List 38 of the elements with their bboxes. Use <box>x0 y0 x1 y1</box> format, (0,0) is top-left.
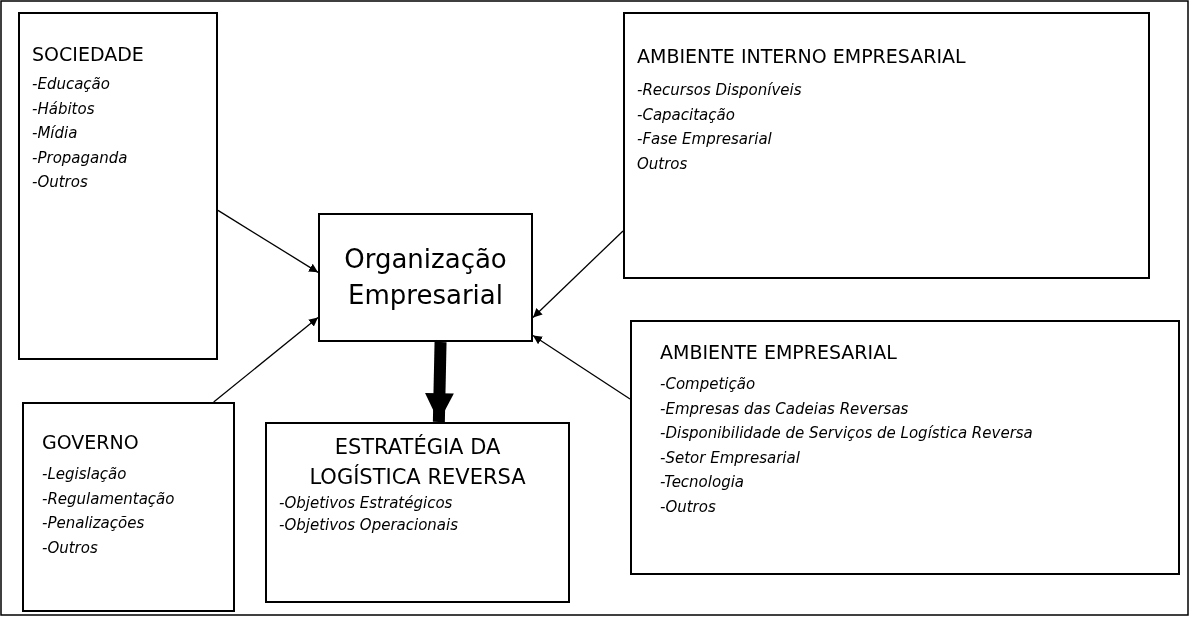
list-item: -Objetivos Operacionais <box>278 515 459 536</box>
text-box <box>318 213 533 342</box>
list-item: -Setor Empresarial <box>660 447 801 469</box>
node-title: Organização Empresarial <box>343 243 508 312</box>
list-item: -Hábitos <box>32 98 96 120</box>
text-box <box>623 12 1150 279</box>
list-item: -Empresas das Cadeias Reversas <box>660 398 910 420</box>
list-item: -Outros <box>32 172 89 193</box>
box-heading: GOVERNO <box>42 430 140 454</box>
list-item: -Recursos Disponíveis <box>637 80 803 101</box>
list-item: -Penalizações <box>42 513 146 534</box>
list-item: -Outros <box>660 496 717 518</box>
arrow <box>213 316 319 403</box>
arrow <box>217 209 319 273</box>
text-box <box>18 12 218 360</box>
box-heading: AMBIENTE INTERNO EMPRESARIAL <box>637 44 967 68</box>
list-item: Outros <box>637 153 689 175</box>
text-box <box>22 402 235 612</box>
thick-arrow <box>425 341 454 423</box>
list-item: -Fase Empresarial <box>637 129 773 150</box>
box-heading: SOCIEDADE <box>32 42 145 66</box>
box-heading: AMBIENTE EMPRESARIAL <box>660 340 898 364</box>
list-item: -Propaganda <box>32 147 129 169</box>
list-item: -Outros <box>42 537 99 559</box>
list-item: -Objetivos Estratégicos <box>278 493 454 514</box>
list-item: -Capacitação <box>637 104 736 126</box>
arrow <box>532 334 631 400</box>
list-item: -Tecnologia <box>660 472 746 493</box>
text-box <box>265 422 570 603</box>
arrow <box>532 230 624 319</box>
list-item: -Educação <box>32 74 111 95</box>
list-item: -Regulamentação <box>42 488 176 510</box>
list-item: -Competição <box>660 374 757 395</box>
list-item: -Legislação <box>42 464 128 485</box>
list-item: -Mídia <box>32 123 79 144</box>
box-heading: ESTRATÉGIA DA LOGÍSTICA REVERSA <box>308 433 527 491</box>
list-item: -Disponibilidade de Serviços de Logística Reversa <box>660 423 1034 444</box>
text-box <box>630 320 1180 575</box>
